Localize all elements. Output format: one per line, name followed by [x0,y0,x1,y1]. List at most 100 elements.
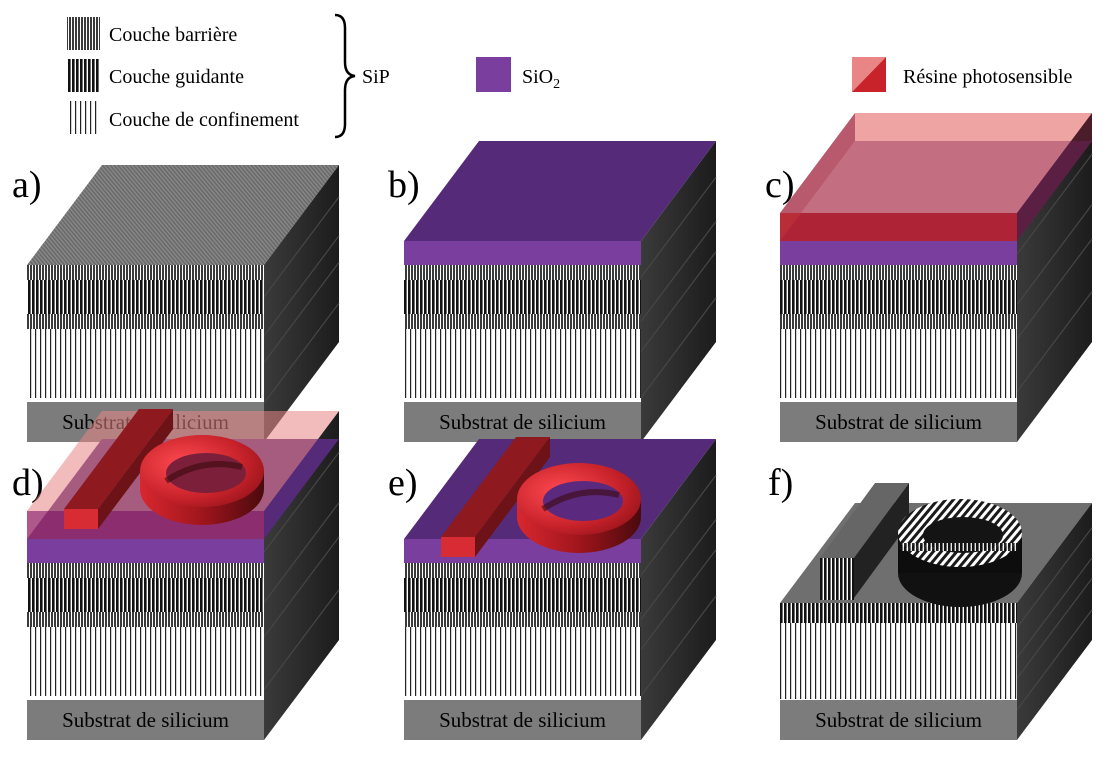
block-side-face [641,439,716,740]
side-layer-line [263,589,340,690]
substrate-front [27,700,264,740]
layer-barrier-top [27,265,264,280]
legend-swatch-oxide [476,57,511,92]
legend-swatch-confinement [67,101,100,134]
substrate-front [780,700,1017,740]
resist-side [1017,113,1092,241]
side-layer-line [640,297,717,399]
layer-confinement [27,329,264,398]
legend-swatch-resist-dark [852,57,886,92]
substrate-label: Substrat de silicium [815,708,982,732]
top-face-oxide [404,141,716,241]
layer-barrier-top [27,563,264,578]
layer-barrier-mid [404,314,641,329]
side-layer-line [1016,527,1093,629]
legend: Couche barrière Couche guidante Couche d… [67,13,1073,139]
legend-group-label: SiP [362,66,390,88]
waveguide-top [441,437,550,537]
block-side-face [264,165,339,442]
layer-barrier-mid [27,314,264,329]
side-layer-line [640,221,717,322]
panel-a: a)Substrat de silicium [12,164,340,442]
top-face-barrier [27,165,339,265]
oxide-front [27,539,264,563]
legend-swatch-barrier [67,17,100,50]
resist-left-edge [780,113,855,241]
side-layer-line [1016,153,1093,255]
side-layer-line [263,302,340,404]
panel-c: c)Substrat de silicium [765,113,1093,442]
side-layer-line [263,502,340,603]
side-layer-line [263,451,340,553]
legend-label-resist: Résine photosensible [903,66,1073,88]
etched-waveguide-side [854,483,909,598]
side-layer-line [640,251,717,352]
side-layer-line [1016,291,1093,392]
substrate-label: Substrat de silicium [815,410,982,434]
panel-f: f)Substrat de silicium [768,462,1093,740]
side-layer-line [263,261,340,363]
resist-top-face [780,113,1092,213]
waveguide-front [441,537,475,557]
side-layer-line [640,519,717,620]
waveguide-side [98,409,173,529]
side-layer-line [1016,557,1093,659]
waveguide-side [475,437,550,557]
layer-guide [27,280,264,314]
panel-e: e) Substrat de silicium [388,437,717,740]
side-layer-line [640,474,717,576]
substrate-front [404,700,641,740]
layer-barrier-mid [27,612,264,627]
panel-label: a) [12,164,42,206]
layer-barrier-top [404,265,641,280]
resist-front [780,213,1017,241]
oxide-front [780,241,1017,265]
layer-guide-etched [780,603,1017,623]
substrate-front [780,402,1017,442]
panel-label: b) [388,164,420,206]
substrate-label: Substrat de silicium [439,708,606,732]
side-layer-line [640,549,717,650]
side-layer-line [640,176,717,278]
layer-barrier-mid [780,314,1017,329]
ring-inner-wall [164,461,243,484]
layer-guide [404,578,641,612]
layer-barrier-mid [404,612,641,627]
oxide-front [404,241,641,265]
side-layer-line [640,595,717,697]
layer-confinement [780,623,1017,699]
waveguide-top [64,409,173,509]
substrate-front [404,402,641,442]
layer-guide [27,578,264,612]
legend-label-guide: Couche guidante [109,66,244,88]
layer-confinement [780,329,1017,398]
side-layer-line [1016,609,1093,711]
legend-label-confinement: Couche de confinement [109,109,299,131]
panel-b: b) Substrat de silicium [388,141,717,442]
waveguide-front [64,509,98,529]
etched-ring-stripe [902,543,1018,551]
side-layer-line [263,235,340,337]
layer-guide [404,280,641,314]
layer-barrier-top [780,265,1017,280]
legend-label-barrier: Couche barrière [109,24,237,46]
panels-container: a)Substrat de siliciumb)Substrat de sili… [12,113,1093,740]
layer-guide [780,280,1017,314]
side-layer-line [263,196,340,298]
block-side-face [1017,503,1092,740]
side-layer-line [1016,577,1093,679]
substrate-label: Substrat de silicium [62,708,229,732]
panel-label: e) [388,462,418,504]
layer-confinement [404,329,641,398]
etched-waveguide-top [820,483,909,558]
substrate-label: Substrat de silicium [439,410,606,434]
legend-brace [334,13,356,139]
side-layer-line [1016,204,1093,305]
side-layer-line [1016,238,1093,340]
etched-waveguide-front [820,558,854,600]
legend-label-oxide: SiO2 [522,66,560,92]
panel-d: d)Substrat de silicium [12,409,340,740]
legend-swatch-guide [67,59,100,92]
layer-barrier-top [404,563,641,578]
